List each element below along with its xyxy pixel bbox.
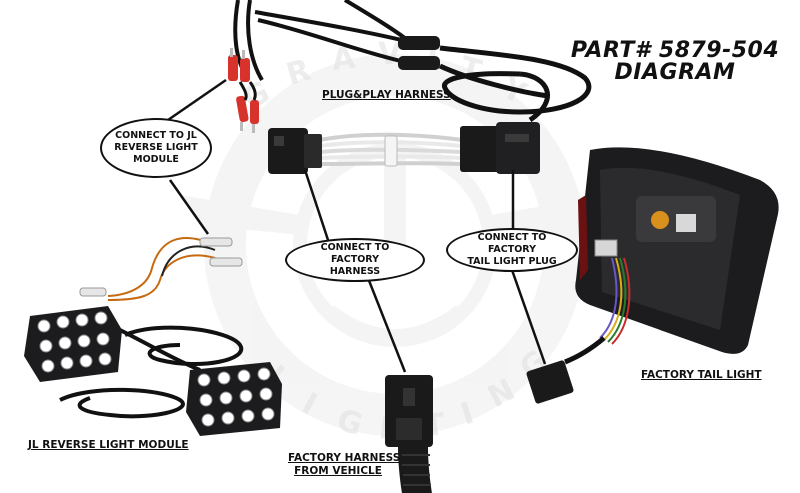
label-harness: PLUG&PLAY HARNESS — [322, 89, 451, 101]
label-factory-harness-line2: FROM VEHICLE — [294, 465, 382, 477]
callout-text: TAIL LIGHT PLUG — [467, 256, 557, 267]
label-reverse-module: JL REVERSE LIGHT MODULE — [28, 439, 189, 451]
factory-harness-connector — [385, 375, 433, 493]
harness-connector-right — [460, 122, 540, 174]
watermark-letter: R — [283, 53, 315, 93]
white-wire-bundle — [319, 132, 463, 167]
callout-text: CONNECT TO JL — [115, 130, 197, 141]
led-module-1 — [24, 306, 122, 382]
label-factory-tail-light: FACTORY TAIL LIGHT — [641, 369, 762, 381]
red-spade-terminal — [236, 95, 259, 133]
red-spade-terminal — [228, 48, 250, 82]
callout-text: CONNECT TO FACTORY — [477, 232, 547, 255]
label-factory-harness-line1: FACTORY HARNESS — [288, 452, 401, 464]
label-factory-harness: FACTORY HARNESS FROM VEHICLE — [288, 452, 401, 478]
reverse-light-modules — [24, 237, 282, 436]
callout-text: REVERSE LIGHT — [114, 142, 198, 153]
callout-text: HARNESS — [329, 266, 381, 277]
callout-text: MODULE — [133, 154, 179, 165]
inline-connector — [398, 36, 440, 50]
inline-connector — [398, 56, 440, 70]
led-module-2 — [186, 362, 282, 436]
callout-reverse-module: CONNECT TO JL REVERSE LIGHT MODULE — [100, 118, 212, 178]
callout-leaders — [167, 78, 547, 373]
callout-factory-harness: CONNECT TO FACTORY HARNESS — [285, 238, 425, 282]
title-diagram: DIAGRAM — [614, 60, 736, 85]
callout-tail-light-plug: CONNECT TO FACTORY TAIL LIGHT PLUG — [446, 228, 578, 272]
callout-text: CONNECT TO FACTORY — [320, 242, 390, 265]
plug-and-play-harness — [228, 0, 592, 174]
harness-connector-left — [268, 128, 322, 174]
diagram-title: PART# 5879-504 DIAGRAM — [560, 40, 790, 84]
tail-light-plug — [526, 360, 574, 404]
factory-tail-light — [526, 147, 779, 404]
title-part-number: PART# 5879-504 — [570, 38, 780, 63]
